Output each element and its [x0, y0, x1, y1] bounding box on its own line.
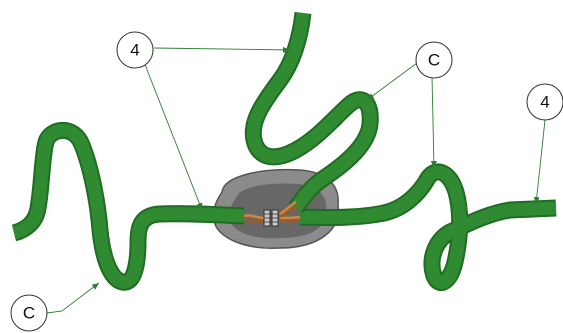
leader-4-top-to-cable-top — [153, 46, 291, 53]
leader-4-right-to-cable-right — [533, 119, 546, 205]
callout-4-right-label: 4 — [540, 93, 549, 112]
callout-4-top: 4 — [116, 31, 154, 69]
cable-top — [244, 11, 379, 213]
callout-c-bottom-label: C — [23, 304, 35, 323]
callout-4-top-label: 4 — [130, 41, 139, 60]
cable-right — [299, 163, 557, 291]
leader-c-top-to-cable-top — [366, 59, 422, 101]
leader-lines — [46, 46, 546, 314]
leader-4-top-to-cable-left — [143, 61, 203, 211]
callout-4-right: 4 — [526, 83, 563, 121]
splice-connectors — [263, 209, 279, 227]
callout-c-top-label: C — [428, 51, 440, 70]
callout-c-bottom: C — [10, 294, 48, 332]
leader-c-bottom-to-cable-left — [46, 282, 100, 314]
leader-c-top-to-cable-right — [430, 75, 437, 169]
splice-wires — [243, 200, 301, 223]
cable-left — [11, 121, 245, 291]
callout-c-top: C — [415, 41, 453, 79]
